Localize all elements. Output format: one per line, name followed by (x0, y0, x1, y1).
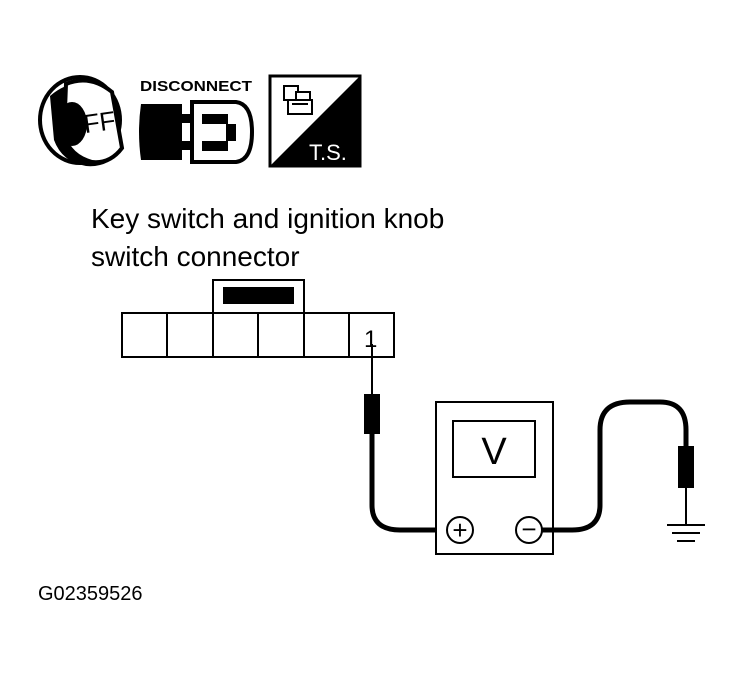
connector-disconnect-icon: DISCONNECT (139, 78, 255, 164)
ignition-key-off-icon: OFF (38, 75, 125, 167)
positive-test-lead (364, 344, 447, 533)
negative-test-lead (542, 399, 694, 533)
negative-probe (678, 446, 694, 488)
connector-housing: 1 (121, 279, 395, 358)
ignition-off-label: OFF (62, 105, 118, 142)
connector-cavity (212, 312, 259, 358)
connector-cavity (166, 312, 214, 358)
negative-jack-symbol: − (521, 514, 536, 544)
ground-symbol-icon (667, 524, 705, 542)
voltmeter-display-label: V (481, 431, 507, 473)
tester-ts-icon: T.S. (268, 74, 362, 168)
voltmeter: V + − (435, 401, 554, 555)
disconnect-label: DISCONNECT (140, 78, 252, 95)
figure-id: G02359526 (38, 583, 143, 605)
positive-probe (364, 394, 380, 434)
connector-cavity (303, 312, 350, 358)
positive-jack (446, 516, 474, 544)
positive-jack-symbol: + (452, 515, 467, 545)
connector-cavity (121, 312, 168, 358)
connector-cavity (257, 312, 305, 358)
voltmeter-display (452, 420, 536, 478)
connector-title-line2: switch connector (91, 241, 300, 272)
terminal-1-label: 1 (364, 326, 377, 353)
connector-title-line1: Key switch and ignition knob (91, 203, 444, 234)
tester-ts-label: T.S. (309, 140, 347, 165)
